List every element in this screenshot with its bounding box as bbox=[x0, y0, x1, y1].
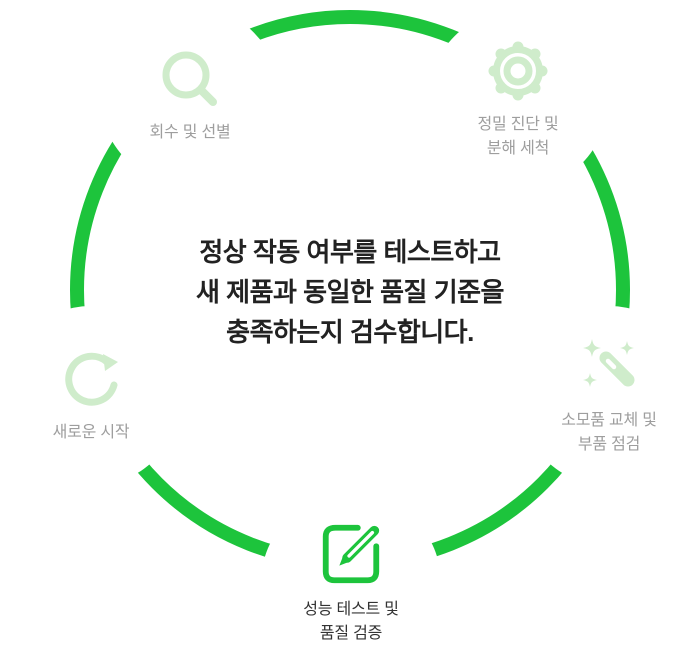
step-node-test: 성능 테스트 및 품질 검증 bbox=[261, 493, 441, 670]
step-label-line: 분해 세척 bbox=[486, 140, 550, 157]
step-label-line: 소모품 교체 및 bbox=[561, 412, 657, 429]
magnifier-icon bbox=[162, 51, 217, 106]
center-description-line-1: 정상 작동 여부를 테스트하고 bbox=[199, 237, 501, 267]
edit-square-icon bbox=[322, 524, 380, 584]
magic-wand-icon bbox=[582, 339, 635, 388]
step-label: 성능 테스트 및 품질 검증 bbox=[303, 598, 399, 646]
step-label: 정밀 진단 및 분해 세척 bbox=[477, 113, 558, 161]
step-label: 회수 및 선별 bbox=[149, 121, 230, 145]
step-label-line: 품질 검증 bbox=[319, 625, 383, 642]
step-label: 소모품 교체 및 부품 점검 bbox=[561, 409, 657, 457]
gear-icon bbox=[488, 41, 548, 101]
step-label-line: 부품 점검 bbox=[577, 436, 641, 453]
center-description-line-3: 충족하는지 검수합니다. bbox=[226, 317, 474, 347]
step-node-parts: 소모품 교체 및 부품 점검 bbox=[519, 306, 699, 486]
step-label: 새로운 시작 bbox=[53, 421, 130, 445]
step-label-line: 정밀 진단 및 bbox=[477, 116, 559, 133]
step-label-line: 회수 및 선별 bbox=[149, 124, 231, 141]
step-node-diagnose: 정밀 진단 및 분해 세척 bbox=[428, 10, 608, 190]
center-description: 정상 작동 여부를 테스트하고 새 제품과 동일한 품질 기준을 충족하는지 검… bbox=[0, 232, 700, 352]
step-node-collect: 회수 및 선별 bbox=[100, 6, 280, 186]
step-label-line: 새로운 시작 bbox=[52, 424, 130, 441]
center-description-line-2: 새 제품과 동일한 품질 기준을 bbox=[196, 277, 504, 307]
step-node-restart: 새로운 시작 bbox=[1, 306, 181, 486]
step-label-line: 성능 테스트 및 bbox=[303, 601, 399, 618]
refresh-icon bbox=[65, 352, 118, 406]
